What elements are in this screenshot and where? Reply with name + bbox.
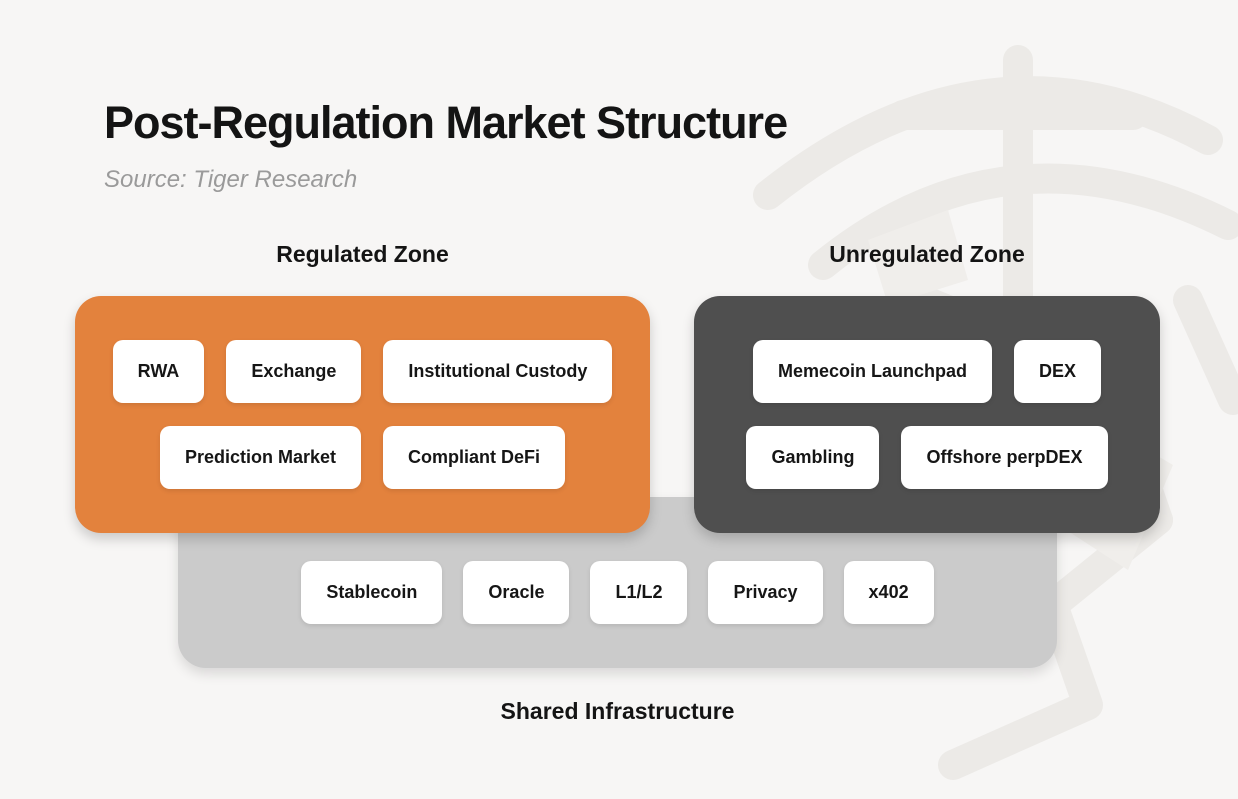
shared-infrastructure-label: Shared Infrastructure: [500, 698, 735, 724]
chip-rwa: RWA: [112, 340, 205, 403]
chip-compliant-defi: Compliant DeFi: [383, 426, 566, 489]
chip-l1-l2: L1/L2: [590, 561, 688, 624]
chip-privacy: Privacy: [708, 561, 823, 624]
regulated-chip-row-1: RWA Exchange Institutional Custody: [75, 340, 650, 403]
chip-oracle: Oracle: [463, 561, 570, 624]
chip-institutional-custody: Institutional Custody: [383, 340, 613, 403]
unregulated-zone-box: Memecoin Launchpad DEX Gambling Offshore…: [694, 296, 1160, 533]
chip-exchange: Exchange: [226, 340, 362, 403]
regulated-chip-row-2: Prediction Market Compliant DeFi: [75, 426, 650, 489]
source-caption: Source: Tiger Research: [104, 166, 358, 193]
unregulated-chip-row-2: Gambling Offshore perpDEX: [694, 426, 1160, 489]
chip-stablecoin: Stablecoin: [301, 561, 443, 624]
chip-prediction-market: Prediction Market: [159, 426, 362, 489]
chip-gambling: Gambling: [746, 426, 880, 489]
page-title: Post-Regulation Market Structure: [104, 97, 788, 148]
chip-offshore-perpdex: Offshore perpDEX: [901, 426, 1108, 489]
regulated-zone-label: Regulated Zone: [276, 241, 449, 267]
chip-dex: DEX: [1014, 340, 1102, 403]
chip-memecoin-launchpad: Memecoin Launchpad: [752, 340, 992, 403]
unregulated-zone-label: Unregulated Zone: [829, 241, 1025, 267]
regulated-zone-box: RWA Exchange Institutional Custody Predi…: [75, 296, 650, 533]
unregulated-chip-row-1: Memecoin Launchpad DEX: [694, 340, 1160, 403]
chip-x402: x402: [843, 561, 934, 624]
infrastructure-chip-row: Stablecoin Oracle L1/L2 Privacy x402: [178, 497, 1057, 624]
